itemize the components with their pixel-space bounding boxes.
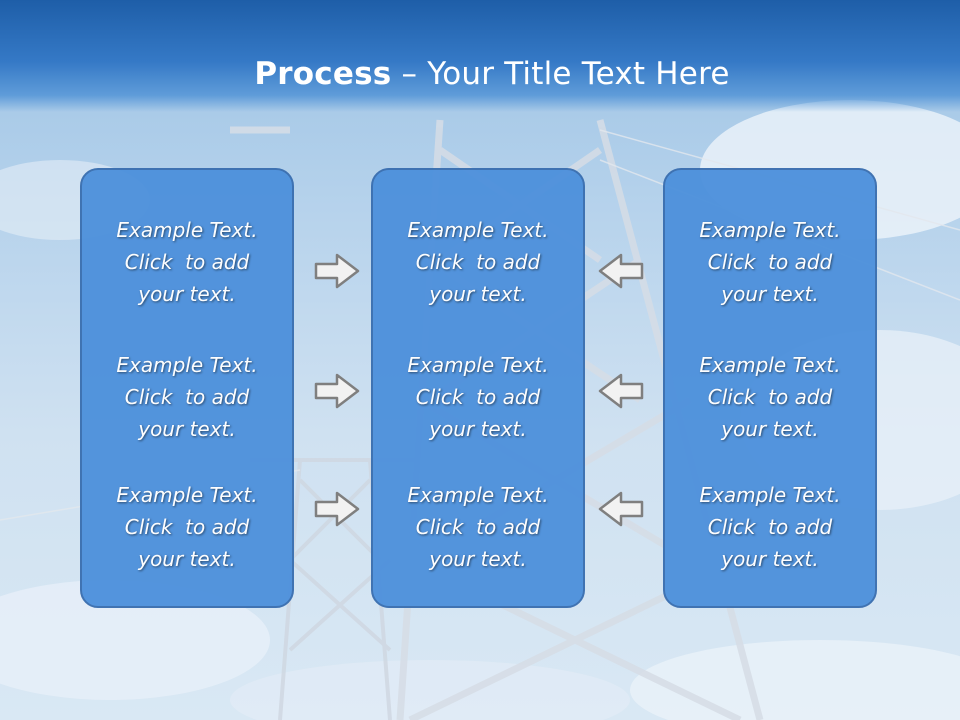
title-bold: Process bbox=[254, 56, 392, 92]
text-line: your text. bbox=[721, 282, 819, 306]
right-text-3[interactable]: Example Text. Click to add your text. bbox=[665, 479, 875, 575]
text-line: Example Text. bbox=[699, 218, 841, 242]
left-process-box[interactable]: Example Text. Click to add your text. Ex… bbox=[80, 168, 294, 608]
text-line: your text. bbox=[721, 547, 819, 571]
text-line: Example Text. bbox=[699, 353, 841, 377]
text-line: your text. bbox=[138, 282, 236, 306]
text-line: your text. bbox=[721, 417, 819, 441]
arrow-left-icon bbox=[598, 373, 644, 409]
text-line: Click to add bbox=[415, 385, 541, 409]
arrow-right-icon bbox=[314, 253, 360, 289]
text-line: Click to add bbox=[415, 250, 541, 274]
left-text-1[interactable]: Example Text. Click to add your text. bbox=[82, 214, 292, 310]
title-rest: – Your Title Text Here bbox=[391, 56, 730, 92]
text-line: Example Text. bbox=[116, 353, 258, 377]
text-line: your text. bbox=[429, 282, 527, 306]
slide-title[interactable]: Process – Your Title Text Here bbox=[0, 52, 960, 96]
arrow-right-icon bbox=[314, 373, 360, 409]
text-line: Click to add bbox=[124, 515, 250, 539]
text-line: your text. bbox=[138, 547, 236, 571]
text-line: your text. bbox=[429, 547, 527, 571]
middle-text-1[interactable]: Example Text. Click to add your text. bbox=[373, 214, 583, 310]
middle-text-2[interactable]: Example Text. Click to add your text. bbox=[373, 349, 583, 445]
text-line: Click to add bbox=[707, 250, 833, 274]
right-process-box[interactable]: Example Text. Click to add your text. Ex… bbox=[663, 168, 877, 608]
middle-process-box[interactable]: Example Text. Click to add your text. Ex… bbox=[371, 168, 585, 608]
text-line: Example Text. bbox=[116, 483, 258, 507]
text-line: Click to add bbox=[124, 250, 250, 274]
text-line: Example Text. bbox=[699, 483, 841, 507]
arrow-left-icon bbox=[598, 491, 644, 527]
right-text-1[interactable]: Example Text. Click to add your text. bbox=[665, 214, 875, 310]
header-band bbox=[0, 0, 960, 112]
text-line: Example Text. bbox=[407, 218, 549, 242]
text-line: Example Text. bbox=[407, 483, 549, 507]
arrow-right-icon bbox=[314, 491, 360, 527]
text-line: Click to add bbox=[707, 385, 833, 409]
text-line: Click to add bbox=[124, 385, 250, 409]
text-line: Click to add bbox=[415, 515, 541, 539]
left-text-2[interactable]: Example Text. Click to add your text. bbox=[82, 349, 292, 445]
right-text-2[interactable]: Example Text. Click to add your text. bbox=[665, 349, 875, 445]
text-line: Click to add bbox=[707, 515, 833, 539]
middle-text-3[interactable]: Example Text. Click to add your text. bbox=[373, 479, 583, 575]
text-line: Example Text. bbox=[407, 353, 549, 377]
arrow-left-icon bbox=[598, 253, 644, 289]
text-line: your text. bbox=[138, 417, 236, 441]
text-line: your text. bbox=[429, 417, 527, 441]
left-text-3[interactable]: Example Text. Click to add your text. bbox=[82, 479, 292, 575]
text-line: Example Text. bbox=[116, 218, 258, 242]
